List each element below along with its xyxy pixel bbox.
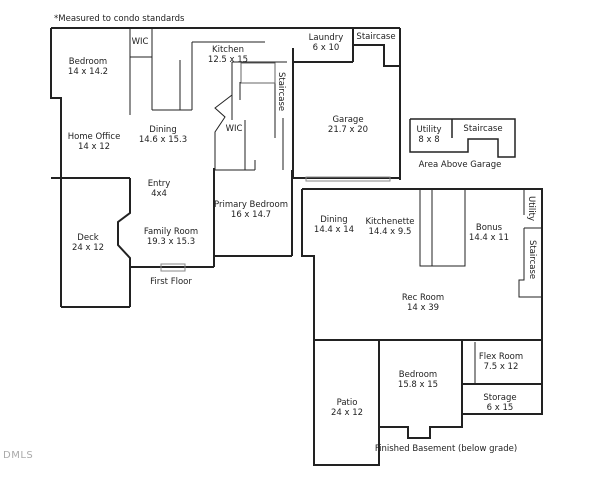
room-name: Kitchenette <box>365 217 415 227</box>
room-dims: 6 x 10 <box>312 43 340 53</box>
room-wic: WIC <box>132 37 149 47</box>
room-dims: 8 x 8 <box>418 135 440 145</box>
room-name: Bedroom <box>68 57 108 67</box>
room-name: Dining <box>320 215 348 225</box>
room-dims: 14 x 12 <box>77 142 111 152</box>
room-name: WIC <box>225 124 243 134</box>
room-name: Dining <box>149 125 177 135</box>
room-staircase-basement: Staircase <box>527 240 537 280</box>
room-dims: 12.5 x 15 <box>207 55 249 65</box>
floor-label-basement: Finished Basement (below grade) <box>374 444 518 454</box>
room-name: Staircase <box>463 124 503 134</box>
room-dims: 24 x 12 <box>71 243 105 253</box>
room-name: Bonus <box>475 223 503 233</box>
room-dims: 6 x 15 <box>486 403 514 413</box>
room-dims: 7.5 x 12 <box>483 362 519 372</box>
room-name: Bedroom <box>398 370 438 380</box>
room-name: Kitchen <box>212 45 244 55</box>
room-name: Home Office <box>67 132 121 142</box>
room-dims: 14 x 14.2 <box>67 67 109 77</box>
room-name: WIC <box>131 37 149 47</box>
basement-interior <box>419 189 542 383</box>
room-dims: 21.7 x 20 <box>327 125 369 135</box>
measurement-note: *Measured to condo standards <box>54 14 185 24</box>
room-name: Garage <box>332 115 364 125</box>
room-name: Deck <box>77 233 99 243</box>
watermark: DMLS <box>3 450 34 461</box>
room-dims: 4x4 <box>151 189 167 199</box>
room-name: Staircase <box>356 32 396 42</box>
room-dims: 14.4 x 14 <box>313 225 355 235</box>
room-dims: 16 x 14.7 <box>230 210 272 220</box>
room-name: Patio <box>336 398 358 408</box>
room-utility-basement: Utility <box>526 196 536 222</box>
room-wic-primary: WIC <box>226 124 243 134</box>
room-staircase-above-garage: Staircase <box>463 124 502 134</box>
first-floor-walls <box>50 27 401 308</box>
room-name: Utility <box>416 125 442 135</box>
above-garage-walls <box>409 118 516 158</box>
room-name: Family Room <box>143 227 199 237</box>
floor-label-above-garage: Area Above Garage <box>418 160 502 170</box>
room-dims: 14.4 x 11 <box>468 233 510 243</box>
basement-walls <box>301 188 543 466</box>
room-name: Storage <box>483 393 517 403</box>
room-dims: 14.6 x 15.3 <box>138 135 188 145</box>
room-name: Flex Room <box>478 352 524 362</box>
room-dims: 24 x 12 <box>330 408 364 418</box>
room-name: Rec Room <box>401 293 445 303</box>
room-dims: 15.8 x 15 <box>397 380 439 390</box>
room-staircase-first: Staircase <box>276 72 286 112</box>
room-staircase-garage: Staircase <box>356 32 395 42</box>
floor-label-first: First Floor <box>150 277 192 287</box>
first-floor-interior <box>129 28 287 171</box>
room-dims: 14.4 x 9.5 <box>368 227 412 237</box>
room-name: Laundry <box>308 33 344 43</box>
room-name: Entry <box>147 179 171 189</box>
room-dims: 14 x 39 <box>406 303 440 313</box>
room-name: Primary Bedroom <box>214 200 288 210</box>
room-dims: 19.3 x 15.3 <box>146 237 196 247</box>
